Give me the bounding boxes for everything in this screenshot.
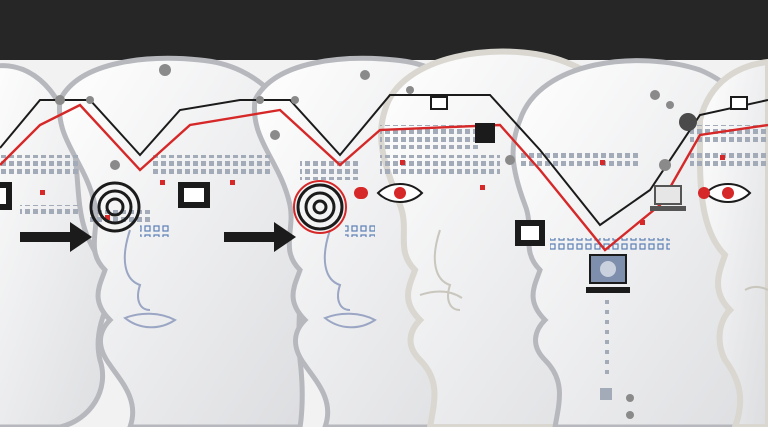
large-dark-node xyxy=(679,113,697,131)
target-eye-icon xyxy=(293,180,347,234)
monitor-icon xyxy=(178,182,210,208)
monitor-icon xyxy=(0,182,12,210)
red-eye-icon xyxy=(698,183,752,203)
computer-icon xyxy=(586,254,630,293)
black-square-node xyxy=(475,123,495,143)
red-accent-squares xyxy=(40,155,725,225)
monitor-icon xyxy=(515,220,545,246)
arrow-right-icon xyxy=(224,222,296,252)
computer-icon xyxy=(650,185,686,211)
circuit-line-black xyxy=(0,94,768,227)
small-box-node xyxy=(430,96,748,110)
arrow-right-icon xyxy=(20,222,92,252)
circuit-line-red xyxy=(0,103,768,252)
target-eye-icon xyxy=(89,181,141,233)
head-2-mouth xyxy=(123,312,177,329)
connector-dots xyxy=(55,64,674,419)
head-2-nose xyxy=(123,229,151,311)
red-node xyxy=(356,187,368,199)
vertical-dotted-connector xyxy=(600,300,612,400)
dot-grids xyxy=(0,125,768,250)
